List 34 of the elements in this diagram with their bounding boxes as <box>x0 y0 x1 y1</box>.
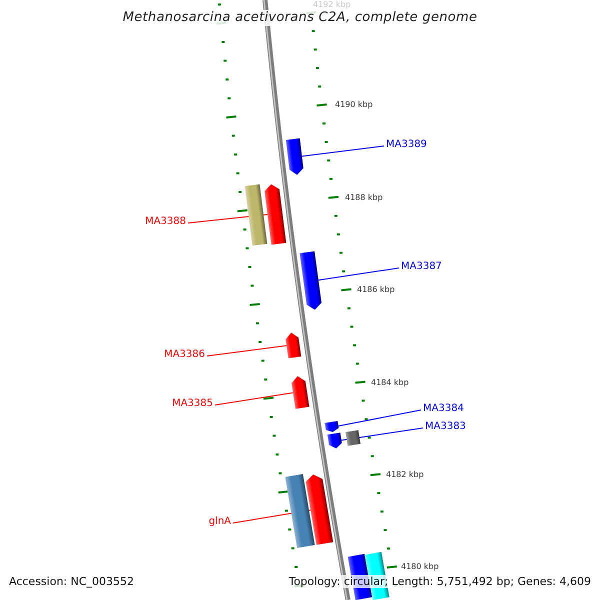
tick-label: 4180 kbp <box>401 562 439 572</box>
tick-label: 4186 kbp <box>357 285 395 295</box>
gene-label: MA3387 <box>401 261 442 273</box>
gene-bar <box>346 430 360 446</box>
leader-line <box>302 146 384 157</box>
gene-label: MA3383 <box>425 421 466 433</box>
leader-line <box>338 410 422 426</box>
gene-label: MA3384 <box>423 403 464 415</box>
gene-label: MA3389 <box>386 139 427 151</box>
gene-label: glnA <box>208 516 231 528</box>
tick-label: 4182 kbp <box>386 470 424 480</box>
tick-label: 4190 kbp <box>335 100 373 110</box>
gene-bar <box>244 184 268 246</box>
tick-label: 4188 kbp <box>345 193 383 203</box>
gene-bar <box>264 184 286 245</box>
gene-label: MA3386 <box>164 349 205 361</box>
gene-bar <box>324 421 339 432</box>
tick-label: 4184 kbp <box>371 378 409 388</box>
accession-text: Accession: NC_003552 <box>9 575 134 588</box>
gene-bar <box>285 474 315 548</box>
gene-label: MA3385 <box>172 398 213 410</box>
gene-bar <box>306 474 334 545</box>
gene-bar <box>286 332 302 358</box>
gene-bar <box>292 376 310 409</box>
gene-bar <box>286 138 304 175</box>
gene-bar <box>327 432 342 448</box>
title: Methanosarcina acetivorans C2A, complete genome <box>122 10 478 26</box>
gene-label: MA3388 <box>145 216 186 228</box>
leader-line <box>341 428 424 441</box>
genome-summary-text: Topology: circular; Length: 5,751,492 bp; Genes: 4,609 <box>288 575 591 588</box>
leader-line <box>206 345 287 356</box>
leader-line <box>318 268 400 281</box>
gene-bar <box>300 251 322 310</box>
leader-line <box>214 392 294 406</box>
